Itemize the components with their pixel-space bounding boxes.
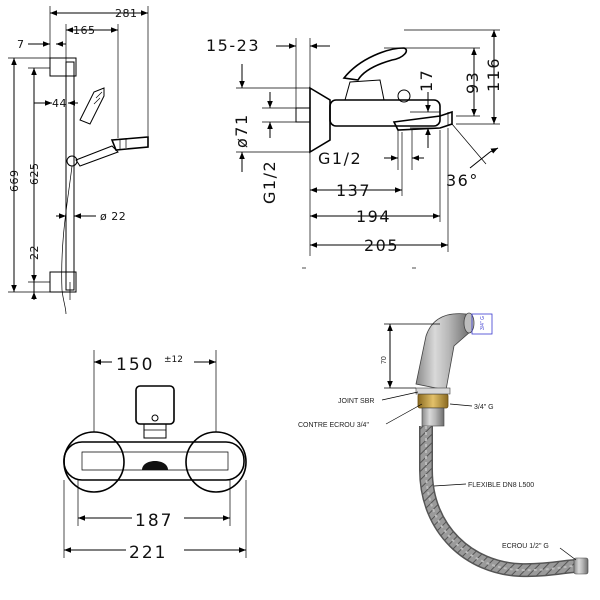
dim-669: 669 [8,170,21,193]
mixer-side-view-drawing: 15-23 ø71 G1/2 17 93 116 G1/2 [206,29,503,269]
dim-44: 44 [52,97,67,110]
rail-top-bracket [49,57,77,77]
kit-label-contre-ecrou: CONTRE ECROU 3/4" [298,422,369,429]
mixer-front-view-drawing: 150 ±12 187 221 [63,350,247,563]
dim-diameter-71: ø71 [232,113,251,148]
mixer-lever [342,47,408,81]
dim-7: 7 [17,38,25,51]
mixer-spout [392,110,453,131]
dim-221: 221 [129,543,167,563]
dim-150-tolerance: ±12 [164,355,183,365]
dim-165: 165 [73,24,96,37]
kit-head-body [415,313,471,391]
dim-15-23: 15-23 [206,36,260,55]
kit-thread-blue-label: 3/4" G [480,316,486,330]
dim-150: 150 [116,355,154,375]
shower-rail [65,61,75,291]
dim-17: 17 [417,69,436,92]
kit-label-flexible: FLEXIBLE DN8 L500 [468,482,534,489]
dim-137: 137 [336,181,371,200]
dim-22-vertical: 22 [28,245,41,260]
mixer-body-front [63,441,245,481]
shower-set-drawing: 281 7 165 44 669 625 22 ø 22 [8,6,149,315]
shower-hose [61,165,73,315]
wall-connector [295,107,311,123]
kit-end-nut [573,557,589,575]
wall-rosette [309,86,331,154]
right-eccentric-rosette [185,431,247,493]
hand-shower [75,136,149,167]
kit-label-ecrou: ECROU 1/2" G [502,543,549,550]
left-eccentric-rosette [63,431,125,493]
mixer-outlet-front [142,461,168,470]
kit-label-joint-sbr: JOINT SBR [338,398,374,405]
dim-93: 93 [463,71,482,94]
rail-bottom-bracket [49,271,77,293]
dim-625: 625 [28,163,41,186]
dim-116: 116 [484,57,503,92]
mixer-handle-front [135,385,175,425]
shower-head-alt-position [79,87,105,125]
dim-205: 205 [364,236,399,255]
dim-g-1-2-vertical: G1/2 [260,160,279,204]
rail-slider-knob [66,155,78,167]
connection-kit-illustration: 3/4" G 70 JOINT SBR CONTRE ECROU 3/4" 3/… [298,312,589,578]
kit-dim-70: 70 [381,356,388,364]
dim-g-1-2-horizontal: G1/2 [318,149,362,168]
kit-flexible-hose [419,426,577,578]
dim-281: 281 [115,7,138,20]
kit-nut [417,393,449,409]
dim-angle-36: 36° [446,171,479,190]
kit-label-thread-3-4: 3/4" G [474,404,494,411]
dim-194: 194 [356,207,391,226]
mixer-body [329,99,441,127]
dim-187: 187 [135,511,173,531]
dim-diameter-22: ø 22 [100,210,126,223]
